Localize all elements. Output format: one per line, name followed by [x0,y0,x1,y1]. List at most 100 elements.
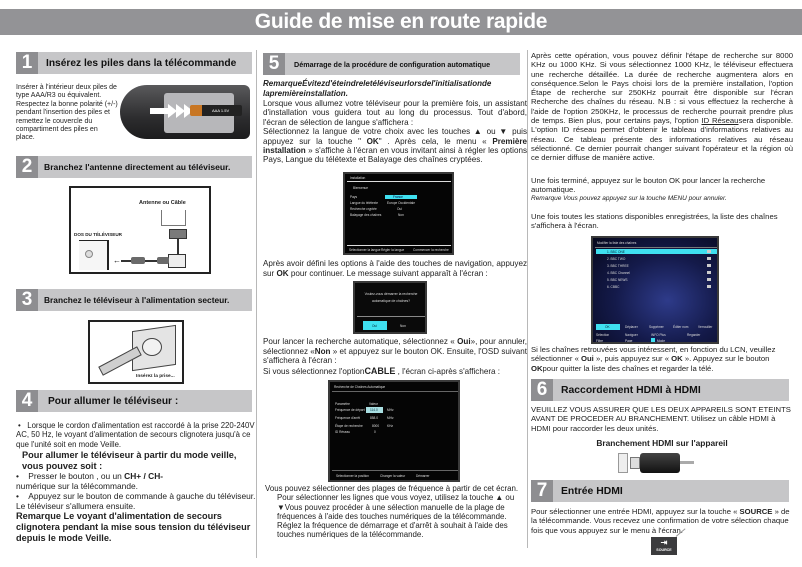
hdmi-connector [630,457,640,469]
cable-line [121,260,169,262]
section-4-body: • Lorsque le cordon d'alimentation est r… [16,421,256,544]
section-number: 5 [263,53,285,75]
hdmi-plug [640,453,680,473]
section-7-body: Pour sélectionner une entrée HDMI, appuy… [531,507,790,535]
col3-p4: Si les chaînes retrouvées vous intéresse… [531,345,776,373]
arrow-icon [176,104,185,118]
col3-p2: Une fois terminé, appuyez sur le bouton … [531,176,766,195]
bullet-2: • Presser le bouton , ou un CH+ / CH- nu… [16,471,164,492]
cable-line [177,239,179,255]
section-3-header: 3 Branchez le téléviseur à l'alimentatio… [16,289,252,311]
section-5-header: 5 Démarrage de la procédure de configura… [263,53,520,75]
section-5-p3: Après avoir défini les options à l'aide … [263,259,527,278]
page-title: Guide de mise en route rapide [0,9,802,35]
column-divider [527,50,528,548]
section-title: Pour allumer le téléviseur : [48,395,179,407]
channel-item[interactable]: 5. BBC NEWS [607,278,628,282]
antenna-label: Antenne ou Câble [139,200,186,206]
hdmi-cable-image [616,451,698,475]
antenna-connector [169,229,187,239]
tab-ok[interactable] [596,324,620,330]
arrow-icon [150,108,172,114]
cable-line [185,210,186,226]
section-4-header: 4 Pour allumer le téléviseur : [16,390,252,412]
cable-line [161,210,162,226]
channel-icons [707,250,711,290]
bullet-1: • Lorsque le cordon d'alimentation est r… [16,421,255,449]
network-id-link: ID Réseau [701,116,739,126]
section-title: Insérez les piles dans la télécommande [46,57,237,69]
arrow-left-icon: ← [113,256,121,265]
section-1-header: 1 Insérez les piles dans la télécommande [16,52,252,74]
hdmi-wire [680,461,694,464]
channel-item[interactable]: 4. BBC Channel [607,271,630,275]
tab-lock[interactable]: Verrouiller [698,325,713,329]
section-4-note: Remarque Le voyant d'alimentation de sec… [16,511,251,543]
ch-keys: CH+ / CH- [124,471,164,482]
col3-note: Remarque Vous pouvez appuyez sur la touc… [531,195,727,202]
section-number: 1 [16,52,38,74]
battery: AAA 1.5V [190,105,242,116]
tv-screen-channel-list: Modifier la liste des chaînes 1. BBC ONE… [591,236,719,344]
antenna-diagram: Antenne ou Câble DOS DU TÉLÉVISEUR ← [69,186,211,274]
selected-channel-highlight [596,249,717,254]
channel-item[interactable]: 6. CBBC [607,285,620,289]
section-title: Raccordement HDMI à HDMI [561,384,701,396]
section-5-note: RemarqueÉvitezd'éteindreletéléviseurlors… [263,79,492,98]
section-6-body: VEUILLEZ VOUS ASSURER QUE LES DEUX APPAR… [531,405,791,433]
dialog-no-button[interactable]: Non [400,324,406,328]
down-arrow-icon: ▼ [499,127,509,137]
tv-back-panel [79,240,109,270]
section-title: Branchez le téléviseur à l'alimentation … [44,295,230,305]
section-title: Démarrage de la procédure de configurati… [294,59,491,69]
arrow-icon [184,104,193,118]
tab-move[interactable]: Déplacer [625,325,638,329]
tv-screen-first-installation: Installation Bienvenue Pays France Langu… [343,172,454,255]
cable-line [161,225,186,226]
section-6-header: 6 Raccordement HDMI à HDMI [531,379,789,401]
source-button: ⇥ SOURCE [651,537,677,555]
remote-battery-image: AAA 1.5V [120,85,250,139]
coax-plug [157,257,169,264]
power-plug-diagram: Insérez la prise... [88,320,184,384]
arrow-icon [168,104,177,118]
section-number: 2 [16,156,38,178]
col3-p3: Une fois toutes les stations disponibles… [531,212,778,231]
coax-plug [131,257,145,264]
section-number: 7 [531,480,553,502]
source-input-icon: ⇥ [660,538,668,547]
section-number: 3 [16,289,38,311]
channel-item[interactable]: 3. BBC THREE [607,264,629,268]
outlet-socket [142,338,162,356]
up-arrow-icon: ▲ [473,127,484,137]
tab-delete[interactable]: Supprimer [649,325,664,329]
selected-value-highlight [366,407,383,413]
section-4-subheading: Pour allumer le téléviseur à partir du m… [22,450,237,471]
section-number: 4 [16,390,38,412]
tv-screen-cable-search: Recherche de Chaînes Automatique Paramèt… [328,380,460,482]
plug-caption: Insérez la prise... [136,374,175,379]
wall-socket [168,254,186,268]
column-divider [256,50,257,558]
channel-item[interactable]: 2. BBC TWO [607,257,626,261]
hdmi-caption: Branchement HDMI sur l'appareil [596,438,728,448]
ant-port [85,250,93,258]
section-2-header: 2 Branchez l'antenne directement au télé… [16,156,252,178]
tv-dialog-auto-search: Voulez-vous démarrer la recherche automa… [353,281,427,334]
section-title: Entrée HDMI [561,485,623,497]
section-5-p4: Pour lancer la recherche automatique, sé… [263,337,528,366]
bullet-3: • Appuyez sur le bouton de commande à ga… [16,491,256,512]
col3-p1: Après cette opération, vous pouvez défin… [531,51,793,163]
channel-item[interactable]: 1. BBC ONE [607,250,625,254]
tv-back-label: DOS DU TÉLÉVISEUR [74,232,122,237]
dialog-yes-button[interactable] [363,321,387,330]
tab-rename[interactable]: Éditer nom [673,325,689,329]
section-number: 6 [531,379,553,401]
section-1-body: Insérer à l'intérieur deux piles de type… [16,84,118,142]
section-5-p1: Lorsque vous allumez votre téléviseur po… [263,99,528,165]
section-title: Branchez l'antenne directement au télévi… [44,162,231,172]
hdmi-port [618,453,628,473]
section-7-header: 7 Entrée HDMI [531,480,789,502]
selected-row-highlight [385,195,417,199]
section-5-p5: Si vous sélectionnez l'optionCABLE , l'é… [263,366,501,376]
